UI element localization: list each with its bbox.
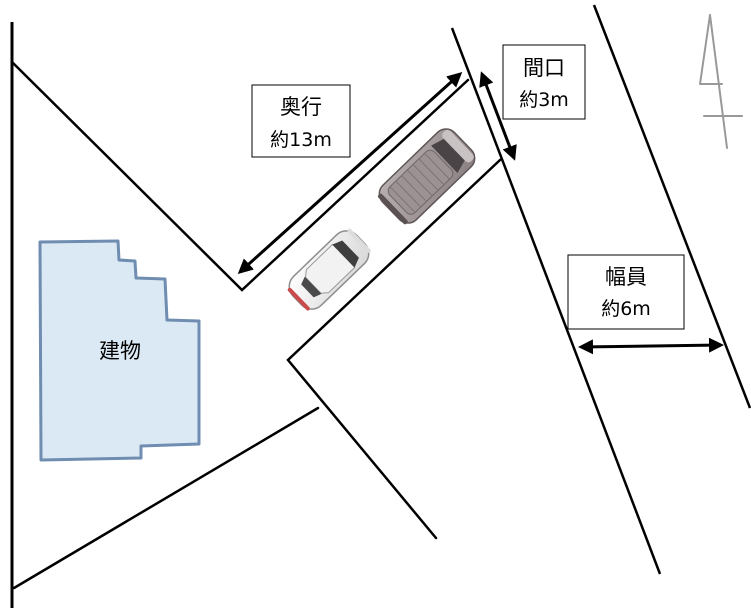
depth-label-value: 約13m (270, 129, 332, 151)
lower-diagonal-boundary (12, 406, 320, 590)
road-width-label-title: 幅員 (605, 265, 647, 289)
building-label: 建物 (99, 339, 141, 363)
frontage-label-value: 約3m (519, 89, 569, 111)
frontage-label-box (502, 44, 586, 120)
frontage-dimension-arrow (479, 71, 517, 161)
road-width-label-value: 約6m (601, 298, 651, 320)
frontage-label-title: 間口 (523, 56, 565, 80)
north-arrow-icon (699, 14, 743, 149)
road-width-label-box (567, 254, 685, 330)
building-footprint (38, 239, 201, 462)
depth-label-title: 奥行 (280, 95, 322, 119)
sedan-car-icon (287, 228, 371, 311)
road-edge-east (592, 4, 751, 409)
depth-dimension-arrow (237, 71, 463, 275)
road-width-dimension-arrow (578, 337, 724, 355)
minivan-car-icon (377, 128, 476, 225)
depth-label-box (251, 84, 351, 158)
